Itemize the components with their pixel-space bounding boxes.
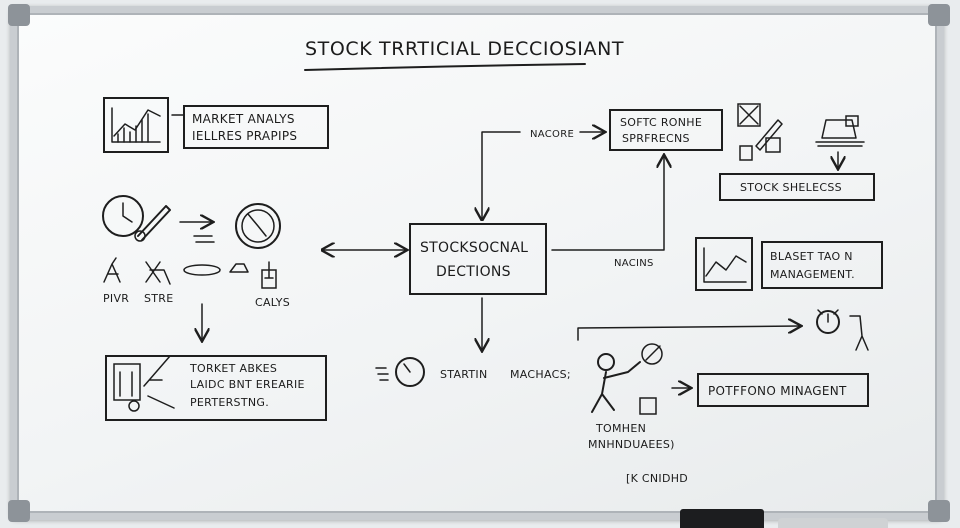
node-stock-selection: SOFTC RONHE SPRFRECNS — [609, 109, 723, 151]
pen-icon — [739, 119, 783, 161]
label-machacs: MACHACS; — [510, 368, 571, 381]
node-central: STOCKSOCNAL DECTIONS — [409, 223, 547, 295]
stopwatch-icon — [375, 357, 425, 387]
label-startin: STARTIN — [440, 368, 488, 381]
diagram-title: STOCK TRRTICIAL DECCIOSIANT — [305, 38, 624, 60]
coin-icon — [183, 264, 221, 276]
frame-corner — [928, 500, 950, 522]
laptop-icon — [815, 115, 865, 168]
line-chart-icon — [103, 97, 169, 153]
whiteboard-frame — [10, 6, 944, 520]
gauge-icon — [235, 203, 281, 249]
label-calys: CALYS — [255, 296, 290, 309]
node-portfolio-label: POTFFONO MINAGENT — [708, 384, 847, 398]
node-risk-line2: MANAGEMENT. — [770, 268, 855, 281]
battery-icon — [261, 261, 277, 289]
checkbox-icon — [737, 103, 761, 127]
connector-up — [482, 131, 521, 218]
frame-corner — [8, 500, 30, 522]
label-tomhen: TOMHEN — [595, 422, 646, 435]
label-tomhen-2: MNHNDUAEES) — [588, 438, 675, 451]
node-market-analysis-line1: MARKET ANALYS — [192, 112, 295, 126]
alarm-clock-icon — [816, 309, 869, 351]
node-stock-selects: STOCK SHELECSS — [719, 173, 875, 201]
figure-icon — [145, 261, 171, 285]
connector-right-up — [551, 156, 664, 251]
node-stock-selection-line2: SPRFRECNS — [622, 132, 690, 145]
node-stock-selects-label: STOCK SHELECSS — [740, 181, 842, 194]
node-risk-line1: BLASET TAO N — [770, 250, 853, 263]
node-target-line1: TORKET ABKES — [189, 362, 277, 375]
label-nacore: NACORE — [530, 129, 574, 140]
line-chart-icon — [695, 237, 753, 291]
arrow-to-alarm — [577, 326, 800, 341]
node-target-line3: PERTERSTNG. — [190, 396, 269, 409]
clock-pencil-icon — [102, 195, 171, 242]
person-icon — [591, 343, 663, 415]
node-portfolio: POTFFONO MINAGENT — [697, 373, 869, 407]
node-risk-management: BLASET TAO N MANAGEMENT. — [761, 241, 883, 289]
coin-icon — [229, 263, 249, 273]
node-market-analysis: MARKET ANALYS IELLRES PRAPIPS — [171, 105, 329, 149]
node-target-line2: LAIDC BNT EREARIE — [190, 378, 305, 391]
label-nacins: NACINS — [614, 258, 654, 269]
eraser[interactable] — [680, 509, 764, 528]
node-target: TORKET ABKES LAIDC BNT EREARIE PERTERSTN… — [105, 355, 327, 421]
marker-tray — [778, 518, 888, 528]
figure-icon — [103, 257, 121, 283]
label-stre: STRE — [144, 292, 174, 305]
dash-marks — [193, 235, 215, 243]
frame-corner — [928, 4, 950, 26]
node-central-line2: DECTIONS — [436, 264, 511, 280]
label-pivr: PIVR — [103, 292, 129, 305]
frame-corner — [8, 4, 30, 26]
title-underline — [304, 63, 586, 71]
label-bottom: [K CNIDHD — [626, 472, 688, 485]
node-market-analysis-line2: IELLRES PRAPIPS — [192, 129, 297, 143]
node-central-line1: STOCKSOCNAL — [420, 240, 528, 256]
node-stock-selection-line1: SOFTC RONHE — [620, 116, 702, 129]
